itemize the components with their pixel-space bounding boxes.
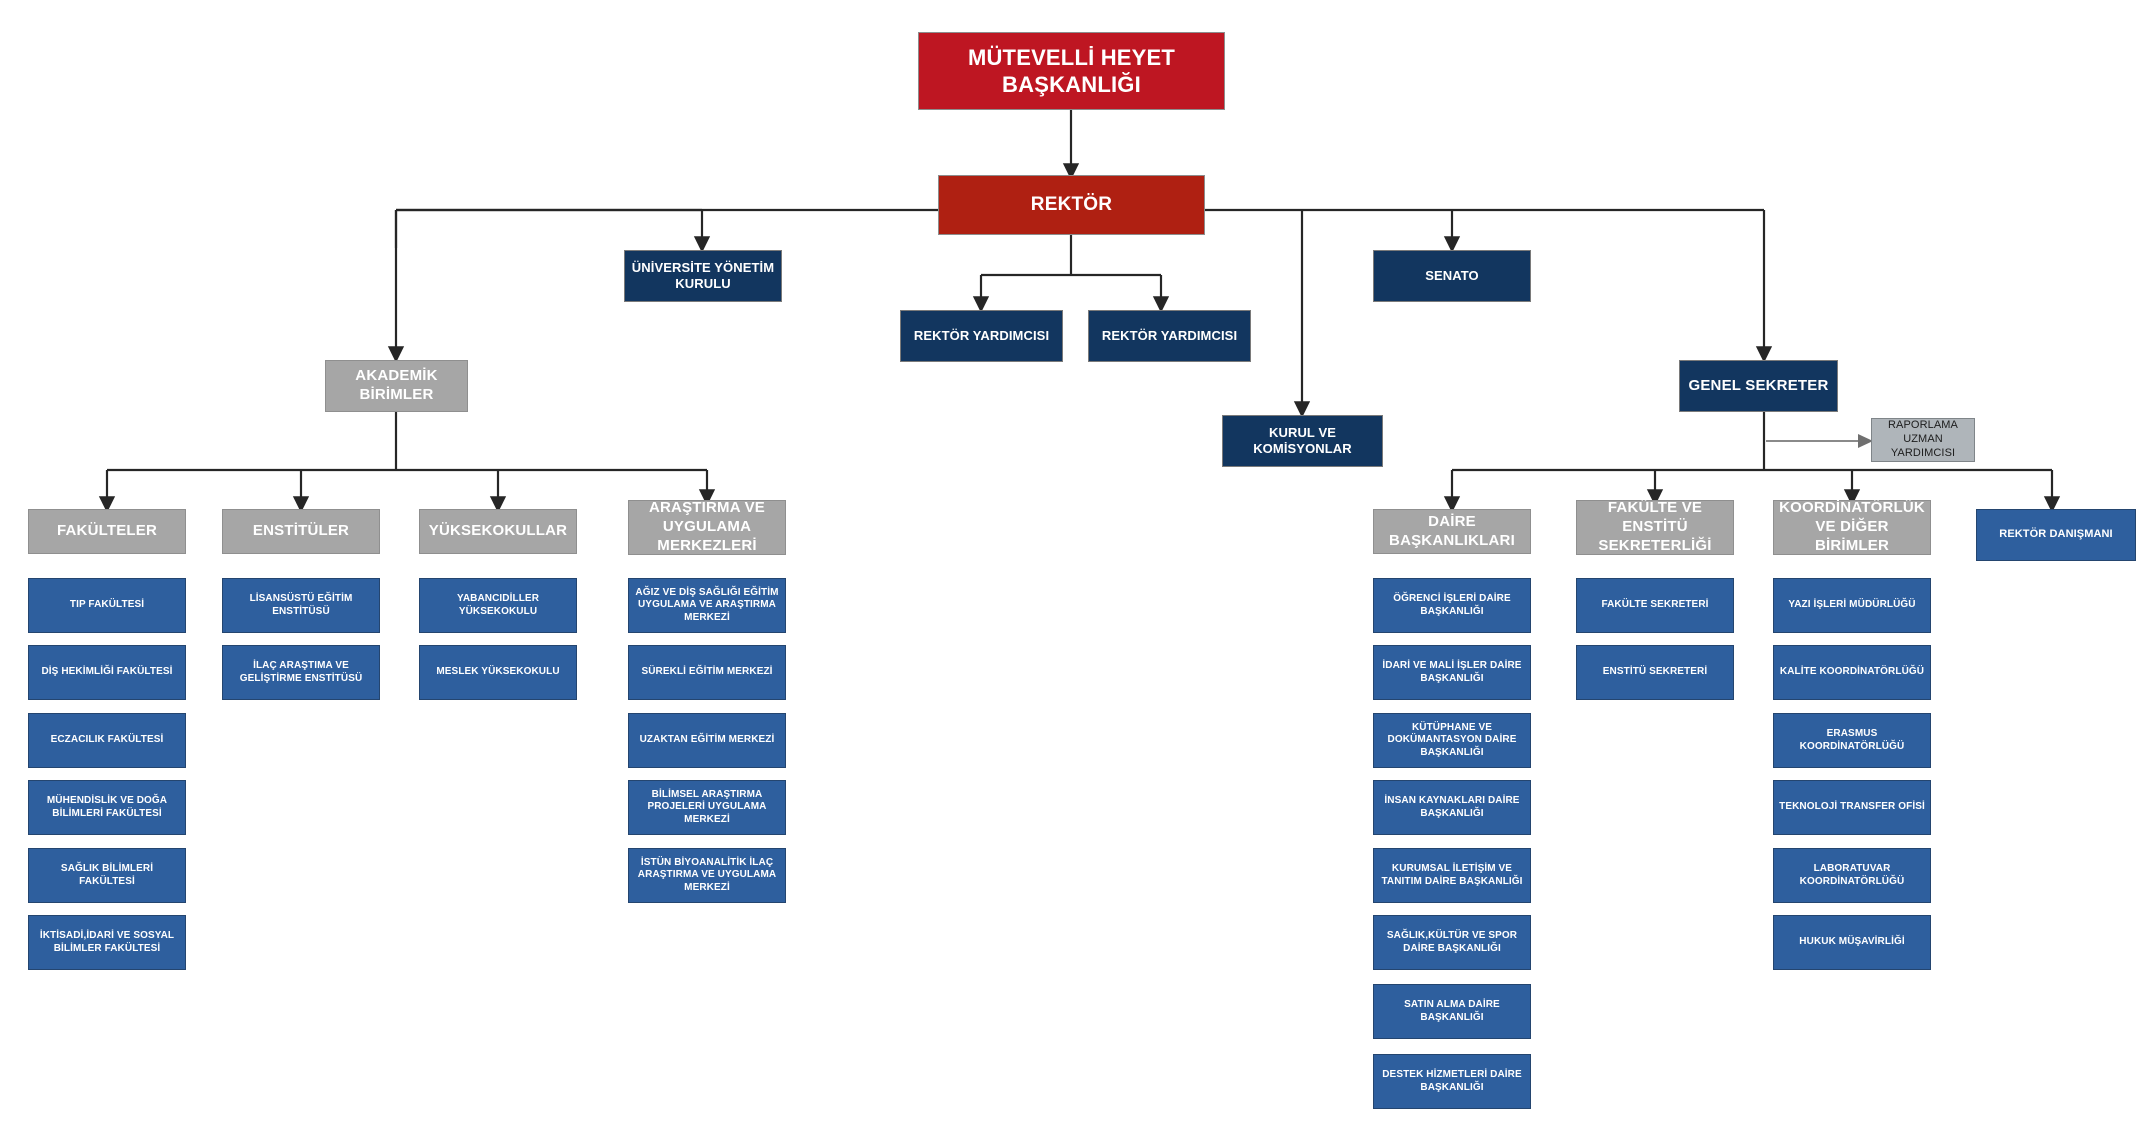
node-ilac-arastirma-ve-gelistirme-enstitusu[interactable]: İLAÇ ARAŞTIMA VE GELİŞTİRME ENSTİTÜSÜ <box>222 645 380 700</box>
node-dis-hekimligi-fakultesi[interactable]: DİŞ HEKİMLİĞİ FAKÜLTESİ <box>28 645 186 700</box>
node-label: FAKÜLTE VE ENSTİTÜ SEKRETERLİĞİ <box>1598 499 1712 554</box>
node-akademik-birimler[interactable]: AKADEMİK BİRİMLER <box>325 360 468 412</box>
node-tip-fakultesi[interactable]: TIP FAKÜLTESİ <box>28 578 186 633</box>
node-kalite-koordinatorlugu[interactable]: KALİTE KOORDİNATÖRLÜĞÜ <box>1773 645 1931 700</box>
node-uzaktan-egitim-merkezi[interactable]: UZAKTAN EĞİTİM MERKEZİ <box>628 713 786 768</box>
node-label: ENSTİTÜLER <box>252 522 350 540</box>
node-label: UZAKTAN EĞİTİM MERKEZİ <box>639 734 775 746</box>
node-laboratuvar-koordinatorlugu[interactable]: LABORATUVAR KOORDİNATÖRLÜĞÜ <box>1773 848 1931 903</box>
node-muhendislik-ve-doga-bilimleri-fakultesi[interactable]: MÜHENDİSLİK VE DOĞA BİLİMLERİ FAKÜLTESİ <box>28 780 186 835</box>
node-label: YAZI İŞLERİ MÜDÜRLÜĞÜ <box>1788 599 1916 611</box>
node-label: LİSANSÜSTÜ EĞİTİM ENSTİTÜSÜ <box>249 593 353 617</box>
node-ogrenci-isleri-daire-baskanligi[interactable]: ÖĞRENCİ İŞLERİ DAİRE BAŞKANLIĞI <box>1373 578 1531 633</box>
node-insan-kaynaklari-daire-baskanligi[interactable]: İNSAN KAYNAKLARI DAİRE BAŞKANLIĞI <box>1373 780 1531 835</box>
node-label: SAĞLIK,KÜLTÜR VE SPOR DAİRE BAŞKANLIĞI <box>1386 930 1518 954</box>
node-label: AĞIZ VE DİŞ SAĞLIĞI EĞİTİM UYGULAMA VE A… <box>635 586 779 623</box>
node-label: İNSAN KAYNAKLARI DAİRE BAŞKANLIĞI <box>1384 795 1520 819</box>
node-label: LABORATUVAR KOORDİNATÖRLÜĞÜ <box>1799 863 1905 887</box>
node-koordinatorluk-ve-diger-birimler-header[interactable]: KOORDİNATÖRLÜK VE DİĞER BİRİMLER <box>1773 499 1931 555</box>
node-enstitu-sekreteri[interactable]: ENSTİTÜ SEKRETERİ <box>1576 645 1734 700</box>
node-lisansustu-egitim-enstitusu[interactable]: LİSANSÜSTÜ EĞİTİM ENSTİTÜSÜ <box>222 578 380 633</box>
node-label: MESLEK YÜKSEKOKULU <box>436 666 560 678</box>
node-label: İKTİSADİ,İDARİ VE SOSYAL BİLİMLER FAKÜLT… <box>39 930 175 954</box>
node-label: YABANCIDİLLER YÜKSEKOKULU <box>456 593 540 617</box>
node-rektor-yardimcisi-2[interactable]: REKTÖR YARDIMCISI <box>1088 310 1251 362</box>
node-mutevelli-heyet-baskanligi[interactable]: MÜTEVELLİ HEYET BAŞKANLIĞI <box>918 32 1225 110</box>
node-label: RAPORLAMA UZMAN YARDIMCISI <box>1888 419 1958 459</box>
node-label: İDARİ VE MALİ İŞLER DAİRE BAŞKANLIĞI <box>1382 660 1522 684</box>
node-label: TIP FAKÜLTESİ <box>69 599 145 611</box>
node-saglik-bilimleri-fakultesi[interactable]: SAĞLIK BİLİMLERİ FAKÜLTESİ <box>28 848 186 903</box>
node-label: KURUMSAL İLETİŞİM VE TANITIM DAİRE BAŞKA… <box>1381 863 1523 887</box>
node-genel-sekreter[interactable]: GENEL SEKRETER <box>1679 360 1838 412</box>
node-label: KURUL VE KOMİSYONLAR <box>1253 424 1352 456</box>
node-yuksekokullar-header[interactable]: YÜKSEKOKULLAR <box>419 509 577 554</box>
node-hukuk-musavirligi[interactable]: HUKUK MÜŞAVİRLİĞİ <box>1773 915 1931 970</box>
node-label: ÖĞRENCİ İŞLERİ DAİRE BAŞKANLIĞI <box>1393 593 1511 617</box>
node-label: ENSTİTÜ SEKRETERİ <box>1602 666 1708 678</box>
node-label: ÜNİVERSİTE YÖNETİM KURULU <box>631 259 775 291</box>
node-label: MÜTEVELLİ HEYET BAŞKANLIĞI <box>967 44 1176 98</box>
node-label: SAĞLIK BİLİMLERİ FAKÜLTESİ <box>60 863 154 887</box>
node-label: DİŞ HEKİMLİĞİ FAKÜLTESİ <box>41 666 173 678</box>
node-arastirma-ve-uygulama-merkezleri-header[interactable]: ARAŞTIRMA VE UYGULAMA MERKEZLERİ <box>628 499 786 555</box>
node-bilimsel-arastirma-projeleri-merkezi[interactable]: BİLİMSEL ARAŞTIRMA PROJELERİ UYGULAMA ME… <box>628 780 786 835</box>
node-kurumsal-iletisim-ve-tanitim-daire-baskanligi[interactable]: KURUMSAL İLETİŞİM VE TANITIM DAİRE BAŞKA… <box>1373 848 1531 903</box>
node-daire-baskanliklari-header[interactable]: DAİRE BAŞKANLIKLARI <box>1373 509 1531 554</box>
node-label: DESTEK HİZMETLERİ DAİRE BAŞKANLIĞI <box>1382 1069 1522 1093</box>
node-rektor-danismani[interactable]: REKTÖR DANIŞMANI <box>1976 509 2136 561</box>
node-satin-alma-daire-baskanligi[interactable]: SATIN ALMA DAİRE BAŞKANLIĞI <box>1373 984 1531 1039</box>
node-fakulteler-header[interactable]: FAKÜLTELER <box>28 509 186 554</box>
node-fakulte-ve-enstitu-sekreterligi-header[interactable]: FAKÜLTE VE ENSTİTÜ SEKRETERLİĞİ <box>1576 499 1734 555</box>
node-erasmus-koordinatorlugu[interactable]: ERASMUS KOORDİNATÖRLÜĞÜ <box>1773 713 1931 768</box>
node-enstituler-header[interactable]: ENSTİTÜLER <box>222 509 380 554</box>
node-label: FAKÜLTE SEKRETERİ <box>1601 599 1709 611</box>
node-saglik-kultur-ve-spor-daire-baskanligi[interactable]: SAĞLIK,KÜLTÜR VE SPOR DAİRE BAŞKANLIĞI <box>1373 915 1531 970</box>
node-label: KALİTE KOORDİNATÖRLÜĞÜ <box>1779 666 1925 678</box>
node-universite-yonetim-kurulu[interactable]: ÜNİVERSİTE YÖNETİM KURULU <box>624 250 782 302</box>
node-eczacilik-fakultesi[interactable]: ECZACILIK FAKÜLTESİ <box>28 713 186 768</box>
node-rektor-yardimcisi-1[interactable]: REKTÖR YARDIMCISI <box>900 310 1063 362</box>
node-label: REKTÖR <box>1030 194 1113 216</box>
node-label: BİLİMSEL ARAŞTIRMA PROJELERİ UYGULAMA ME… <box>647 788 767 825</box>
node-rektor[interactable]: REKTÖR <box>938 175 1205 235</box>
node-yabancidiller-yuksekokulu[interactable]: YABANCIDİLLER YÜKSEKOKULU <box>419 578 577 633</box>
node-destek-hizmetleri-daire-baskanligi[interactable]: DESTEK HİZMETLERİ DAİRE BAŞKANLIĞI <box>1373 1054 1531 1109</box>
node-label: MÜHENDİSLİK VE DOĞA BİLİMLERİ FAKÜLTESİ <box>46 795 168 819</box>
node-surekli-egitim-merkezi[interactable]: SÜREKLİ EĞİTİM MERKEZİ <box>628 645 786 700</box>
node-label: FAKÜLTELER <box>56 522 158 540</box>
node-label: İLAÇ ARAŞTIMA VE GELİŞTİRME ENSTİTÜSÜ <box>239 660 363 684</box>
node-raporlama-uzman-yardimcisi[interactable]: RAPORLAMA UZMAN YARDIMCISI <box>1871 418 1975 462</box>
node-label: AKADEMİK BİRİMLER <box>355 367 438 403</box>
node-yazi-isleri-mudurlugu[interactable]: YAZI İŞLERİ MÜDÜRLÜĞÜ <box>1773 578 1931 633</box>
node-label: ECZACILIK FAKÜLTESİ <box>50 734 164 746</box>
node-label: REKTÖR YARDIMCISI <box>1101 327 1238 343</box>
node-kurul-ve-komisyonlar[interactable]: KURUL VE KOMİSYONLAR <box>1222 415 1383 467</box>
node-label: ERASMUS KOORDİNATÖRLÜĞÜ <box>1799 728 1905 752</box>
node-label: GENEL SEKRETER <box>1688 376 1829 394</box>
node-label: SÜREKLİ EĞİTİM MERKEZİ <box>641 666 773 678</box>
node-meslek-yuksekokulu[interactable]: MESLEK YÜKSEKOKULU <box>419 645 577 700</box>
node-label: ARAŞTIRMA VE UYGULAMA MERKEZLERİ <box>648 499 765 554</box>
node-senato[interactable]: SENATO <box>1373 250 1531 302</box>
node-label: KÜTÜPHANE VE DOKÜMANTASYON DAİRE BAŞKANL… <box>1387 721 1517 758</box>
node-label: KOORDİNATÖRLÜK VE DİĞER BİRİMLER <box>1779 499 1925 554</box>
node-iktisadi-idari-ve-sosyal-bilimler-fakultesi[interactable]: İKTİSADİ,İDARİ VE SOSYAL BİLİMLER FAKÜLT… <box>28 915 186 970</box>
node-label: SATIN ALMA DAİRE BAŞKANLIĞI <box>1404 999 1500 1023</box>
node-teknoloji-transfer-ofisi[interactable]: TEKNOLOJİ TRANSFER OFİSİ <box>1773 780 1931 835</box>
node-label: REKTÖR YARDIMCISI <box>913 327 1050 343</box>
node-fakulte-sekreteri[interactable]: FAKÜLTE SEKRETERİ <box>1576 578 1734 633</box>
node-label: İSTÜN BİYOANALİTİK İLAÇ ARAŞTIRMA VE UYG… <box>637 856 777 893</box>
node-label: SENATO <box>1425 267 1479 283</box>
node-agiz-ve-dis-sagligi-merkezi[interactable]: AĞIZ VE DİŞ SAĞLIĞI EĞİTİM UYGULAMA VE A… <box>628 578 786 633</box>
node-label: TEKNOLOJİ TRANSFER OFİSİ <box>1779 801 1925 813</box>
node-kutuphane-ve-dokumantasyon-daire-baskanligi[interactable]: KÜTÜPHANE VE DOKÜMANTASYON DAİRE BAŞKANL… <box>1373 713 1531 768</box>
node-idari-ve-mali-isler-daire-baskanligi[interactable]: İDARİ VE MALİ İŞLER DAİRE BAŞKANLIĞI <box>1373 645 1531 700</box>
node-label: REKTÖR DANIŞMANI <box>1999 528 2113 541</box>
node-label: HUKUK MÜŞAVİRLİĞİ <box>1799 936 1905 948</box>
node-istun-biyoanalitik-ilac-merkezi[interactable]: İSTÜN BİYOANALİTİK İLAÇ ARAŞTIRMA VE UYG… <box>628 848 786 903</box>
node-label: DAİRE BAŞKANLIKLARI <box>1389 512 1515 549</box>
node-label: YÜKSEKOKULLAR <box>428 522 568 540</box>
